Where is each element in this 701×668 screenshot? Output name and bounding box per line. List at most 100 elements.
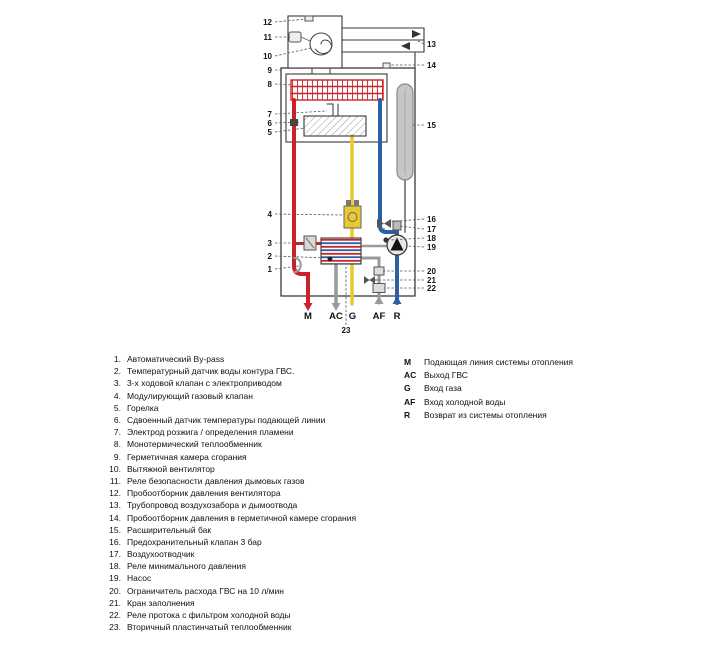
callout-22: 22 xyxy=(427,284,436,293)
legend-item-number: 8. xyxy=(113,439,121,450)
legend-item-text: Автоматический By-pass xyxy=(127,354,225,365)
callout-18: 18 xyxy=(427,234,436,243)
legend-item-number: 14. xyxy=(109,512,121,523)
secondary-heat-exchanger xyxy=(320,237,362,265)
legend-item-number: 4. xyxy=(113,390,121,401)
safety-valve xyxy=(377,219,391,233)
flow-switch xyxy=(372,283,386,293)
legend-item: 14. Пробоотборник давления в герметичной… xyxy=(103,511,356,523)
dhw-temp-sensor xyxy=(327,256,333,262)
callout-6: 6 xyxy=(268,119,273,128)
legend-item-number: 1. xyxy=(113,354,121,365)
port-legend-item: M Подающая линия системы отопления xyxy=(404,355,573,368)
legend-item-number: 9. xyxy=(113,451,121,462)
callout-15: 15 xyxy=(427,121,436,130)
legend-item-text: Температурный датчик воды контура ГВС. xyxy=(127,366,295,377)
callout-9: 9 xyxy=(268,66,273,75)
legend-item-text: Вторичный пластинчатый теплообменник xyxy=(127,622,292,633)
callout-12: 12 xyxy=(263,18,272,27)
legend-item-number: 2. xyxy=(113,366,121,377)
legend-item-number: 3. xyxy=(113,378,121,389)
legend-item-text: Пробоотборник давления вентилятора xyxy=(127,488,281,499)
legend-item: 4. Модулирующий газовый клапан xyxy=(103,390,356,402)
legend-item-number: 19. xyxy=(109,573,121,584)
chamber-pressure-test-point xyxy=(382,62,391,69)
callout-17: 17 xyxy=(427,225,436,234)
port-legend-code: R xyxy=(404,410,411,421)
legend-item: 10. Вытяжной вентилятор xyxy=(103,463,356,475)
callout-20: 20 xyxy=(427,267,436,276)
heating-return-pipe xyxy=(378,98,399,305)
legend-item: 13. Трубопровод воздухозабора и дымоотво… xyxy=(103,499,356,511)
fan-spiral-icon xyxy=(315,39,332,55)
legend-item-number: 5. xyxy=(113,402,121,413)
legend-item: 5. Горелка xyxy=(103,402,356,414)
legend-item-text: Монотермический теплообменник xyxy=(127,439,262,450)
bypass xyxy=(293,257,302,273)
pump xyxy=(386,234,408,256)
port-label-af: AF xyxy=(373,311,386,322)
port-legend-code: M xyxy=(404,356,412,367)
flue-duct xyxy=(341,27,425,69)
legend-item-text: Реле безопасности давления дымовых газов xyxy=(127,475,305,486)
legend-item: 1. Автоматический By-pass xyxy=(103,353,356,365)
callout-4: 4 xyxy=(268,210,273,219)
legend-item-number: 10. xyxy=(109,463,121,474)
legend-item-number: 22. xyxy=(109,610,121,621)
callout-3: 3 xyxy=(268,239,273,248)
callout-11: 11 xyxy=(264,33,273,42)
legend-item-text: Реле минимального давления xyxy=(127,561,246,572)
legend-item: 16. Предохранительный клапан 3 бар xyxy=(103,536,356,548)
legend-item-text: Расширительный бак xyxy=(127,524,212,535)
callout-5: 5 xyxy=(268,128,273,137)
legend-item: 2. Температурный датчик воды контура ГВС… xyxy=(103,365,356,377)
legend-item-number: 13. xyxy=(109,500,121,511)
legend-item: 12. Пробоотборник давления вентилятора xyxy=(103,487,356,499)
legend-item-number: 12. xyxy=(109,488,121,499)
legend-list: 1. Автоматический By-pass 2. Температурн… xyxy=(103,353,356,633)
legend-item: 17. Воздухоотводчик xyxy=(103,548,356,560)
port-legend-text: Подающая линия системы отопления xyxy=(424,356,573,367)
legend-item: 11. Реле безопасности давления дымовых г… xyxy=(103,475,356,487)
legend-item-text: Воздухоотводчик xyxy=(127,549,195,560)
legend-item-number: 16. xyxy=(109,536,121,547)
port-legend-code: AC xyxy=(404,370,417,381)
boiler-body xyxy=(280,15,425,311)
callout-7: 7 xyxy=(268,110,273,119)
legend-item: 23. Вторичный пластинчатый теплообменник xyxy=(103,621,356,633)
legend-item-text: Предохранительный клапан 3 бар xyxy=(127,536,262,547)
port-label-ac: AC xyxy=(329,311,343,322)
intake-arrow-icon xyxy=(401,42,410,50)
port-legend-code: G xyxy=(404,383,411,394)
legend-item-number: 20. xyxy=(109,585,121,596)
burner xyxy=(303,115,367,137)
legend-item: 7. Электрод розжига / определения пламен… xyxy=(103,426,356,438)
port-legend-text: Вход газа xyxy=(424,383,462,394)
legend-item-number: 11. xyxy=(109,475,121,486)
port-legend-item: AC Выход ГВС xyxy=(404,368,573,381)
legend-item-text: Вытяжной вентилятор xyxy=(127,463,215,474)
port-af-arrow-icon xyxy=(374,296,384,304)
legend-item: 19. Насос xyxy=(103,572,356,584)
callout-14: 14 xyxy=(427,61,436,70)
callout-16: 16 xyxy=(427,215,436,224)
port-ac-arrow-icon xyxy=(331,303,341,311)
legend-item: 8. Монотермический теплообменник xyxy=(103,438,356,450)
legend-item: 9. Герметичная камера сгорания xyxy=(103,451,356,463)
port-legend-item: AF Вход холодной воды xyxy=(404,395,573,408)
ports-list: M Подающая линия системы отопления AC Вы… xyxy=(404,355,573,422)
port-r-arrow-icon xyxy=(392,296,402,304)
legend-item-text: Электрод розжига / определения пламени xyxy=(127,427,294,438)
legend-item-text: Трубопровод воздухозабора и дымоотвода xyxy=(127,500,298,511)
callout-1: 1 xyxy=(268,265,273,274)
legend-item-number: 17. xyxy=(109,549,121,560)
legend-item-text: 3-х ходовой клапан с электроприводом xyxy=(127,378,282,389)
callout-13: 13 xyxy=(427,40,436,49)
legend-item-text: Горелка xyxy=(127,402,159,413)
legend-item-number: 6. xyxy=(113,415,121,426)
legend-item-number: 21. xyxy=(109,597,121,608)
legend-item: 22. Реле протока с фильтром холодной вод… xyxy=(103,609,356,621)
legend-item-number: 23. xyxy=(109,622,121,633)
callout-2: 2 xyxy=(268,252,273,261)
legend-item-text: Ограничитель расхода ГВС на 10 л/мин xyxy=(127,585,284,596)
